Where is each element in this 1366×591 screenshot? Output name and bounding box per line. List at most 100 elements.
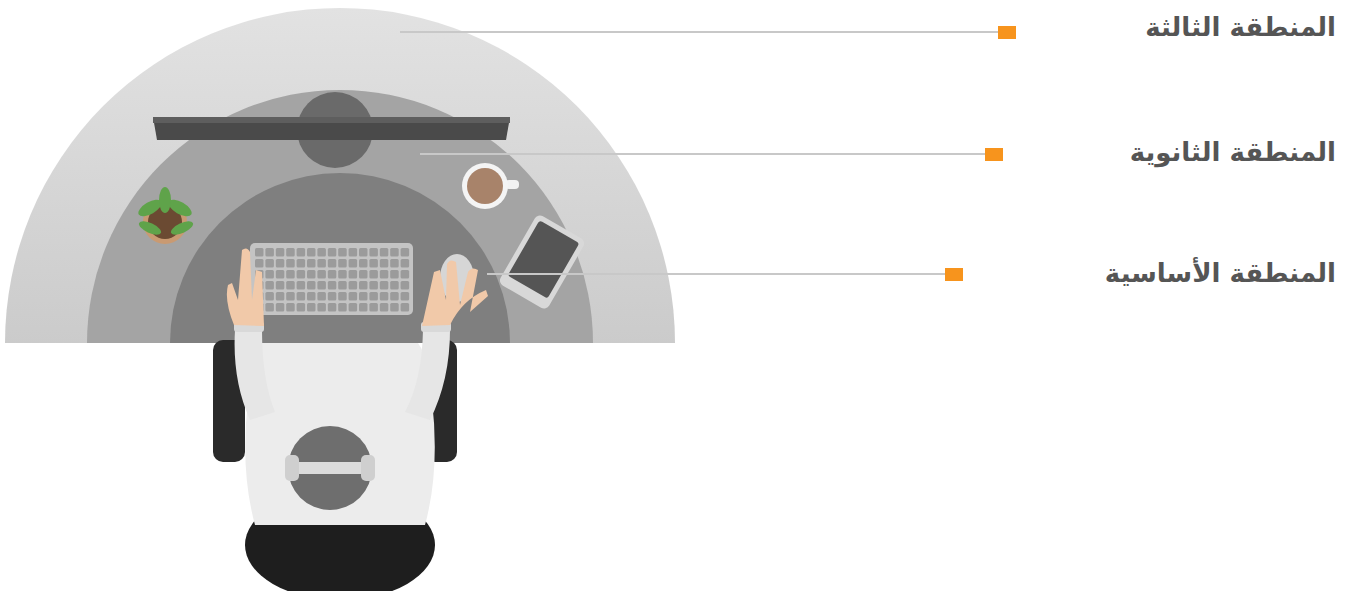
plant-leaves xyxy=(136,187,195,238)
key xyxy=(276,281,285,290)
primary-zone xyxy=(170,173,510,343)
key xyxy=(369,270,378,279)
key xyxy=(338,281,347,290)
key xyxy=(307,281,316,290)
key xyxy=(380,248,389,257)
tablet xyxy=(498,213,586,310)
key xyxy=(401,270,410,279)
key xyxy=(317,303,326,312)
keyboard xyxy=(250,243,413,315)
marker-square xyxy=(998,26,1016,39)
leader-line xyxy=(420,153,988,155)
key xyxy=(276,259,285,268)
key xyxy=(359,270,368,279)
key xyxy=(328,292,337,301)
key xyxy=(380,303,389,312)
key xyxy=(338,270,347,279)
key xyxy=(369,248,378,257)
coffee xyxy=(467,168,503,204)
zone-label: المنطقة الثالثة xyxy=(1145,12,1336,43)
key xyxy=(286,270,295,279)
hands xyxy=(227,248,488,326)
key xyxy=(286,259,295,268)
key xyxy=(307,292,316,301)
key xyxy=(338,292,347,301)
key xyxy=(286,281,295,290)
leader-line xyxy=(400,31,1000,33)
key xyxy=(265,259,274,268)
key xyxy=(338,248,347,257)
marker-square xyxy=(945,268,963,281)
torso xyxy=(245,343,435,525)
monitor-edge xyxy=(153,117,510,123)
key xyxy=(349,303,358,312)
key xyxy=(297,303,306,312)
secondary-zone xyxy=(87,90,593,343)
key xyxy=(349,281,358,290)
key xyxy=(359,281,368,290)
key xyxy=(390,270,399,279)
key xyxy=(276,270,285,279)
key xyxy=(307,259,316,268)
zone-label: المنطقة الثانوية xyxy=(1130,137,1336,168)
key xyxy=(255,259,264,268)
key xyxy=(317,248,326,257)
key xyxy=(369,259,378,268)
key xyxy=(265,292,274,301)
right-arm xyxy=(405,330,450,420)
key xyxy=(286,248,295,257)
key xyxy=(349,259,358,268)
key xyxy=(369,292,378,301)
key xyxy=(286,303,295,312)
key xyxy=(276,248,285,257)
key xyxy=(265,270,274,279)
key xyxy=(297,259,306,268)
key xyxy=(369,281,378,290)
key xyxy=(349,292,358,301)
head xyxy=(288,426,372,510)
key xyxy=(297,248,306,257)
key xyxy=(401,303,410,312)
key xyxy=(359,248,368,257)
left-arm xyxy=(235,330,275,420)
key xyxy=(317,270,326,279)
key xyxy=(390,281,399,290)
key xyxy=(276,292,285,301)
key xyxy=(369,303,378,312)
key xyxy=(359,303,368,312)
marker-square xyxy=(985,148,1003,161)
key xyxy=(380,270,389,279)
key xyxy=(401,281,410,290)
zone-label: المنطقة الأساسية xyxy=(1105,258,1336,289)
key xyxy=(328,303,337,312)
key xyxy=(265,303,274,312)
key xyxy=(401,248,410,257)
key xyxy=(390,248,399,257)
key xyxy=(390,292,399,301)
key xyxy=(265,281,274,290)
key xyxy=(297,281,306,290)
key xyxy=(297,292,306,301)
key xyxy=(307,303,316,312)
key xyxy=(338,259,347,268)
key xyxy=(401,259,410,268)
headphones-cup xyxy=(285,455,299,481)
key xyxy=(255,248,264,257)
key xyxy=(338,303,347,312)
key xyxy=(328,270,337,279)
key xyxy=(286,292,295,301)
key xyxy=(390,259,399,268)
key xyxy=(328,259,337,268)
key xyxy=(307,270,316,279)
leader-line xyxy=(487,273,948,275)
key xyxy=(401,292,410,301)
key xyxy=(328,281,337,290)
key xyxy=(328,248,337,257)
key xyxy=(380,259,389,268)
tertiary-zone xyxy=(5,8,675,343)
key xyxy=(317,281,326,290)
key xyxy=(359,259,368,268)
key xyxy=(307,248,316,257)
key xyxy=(349,270,358,279)
